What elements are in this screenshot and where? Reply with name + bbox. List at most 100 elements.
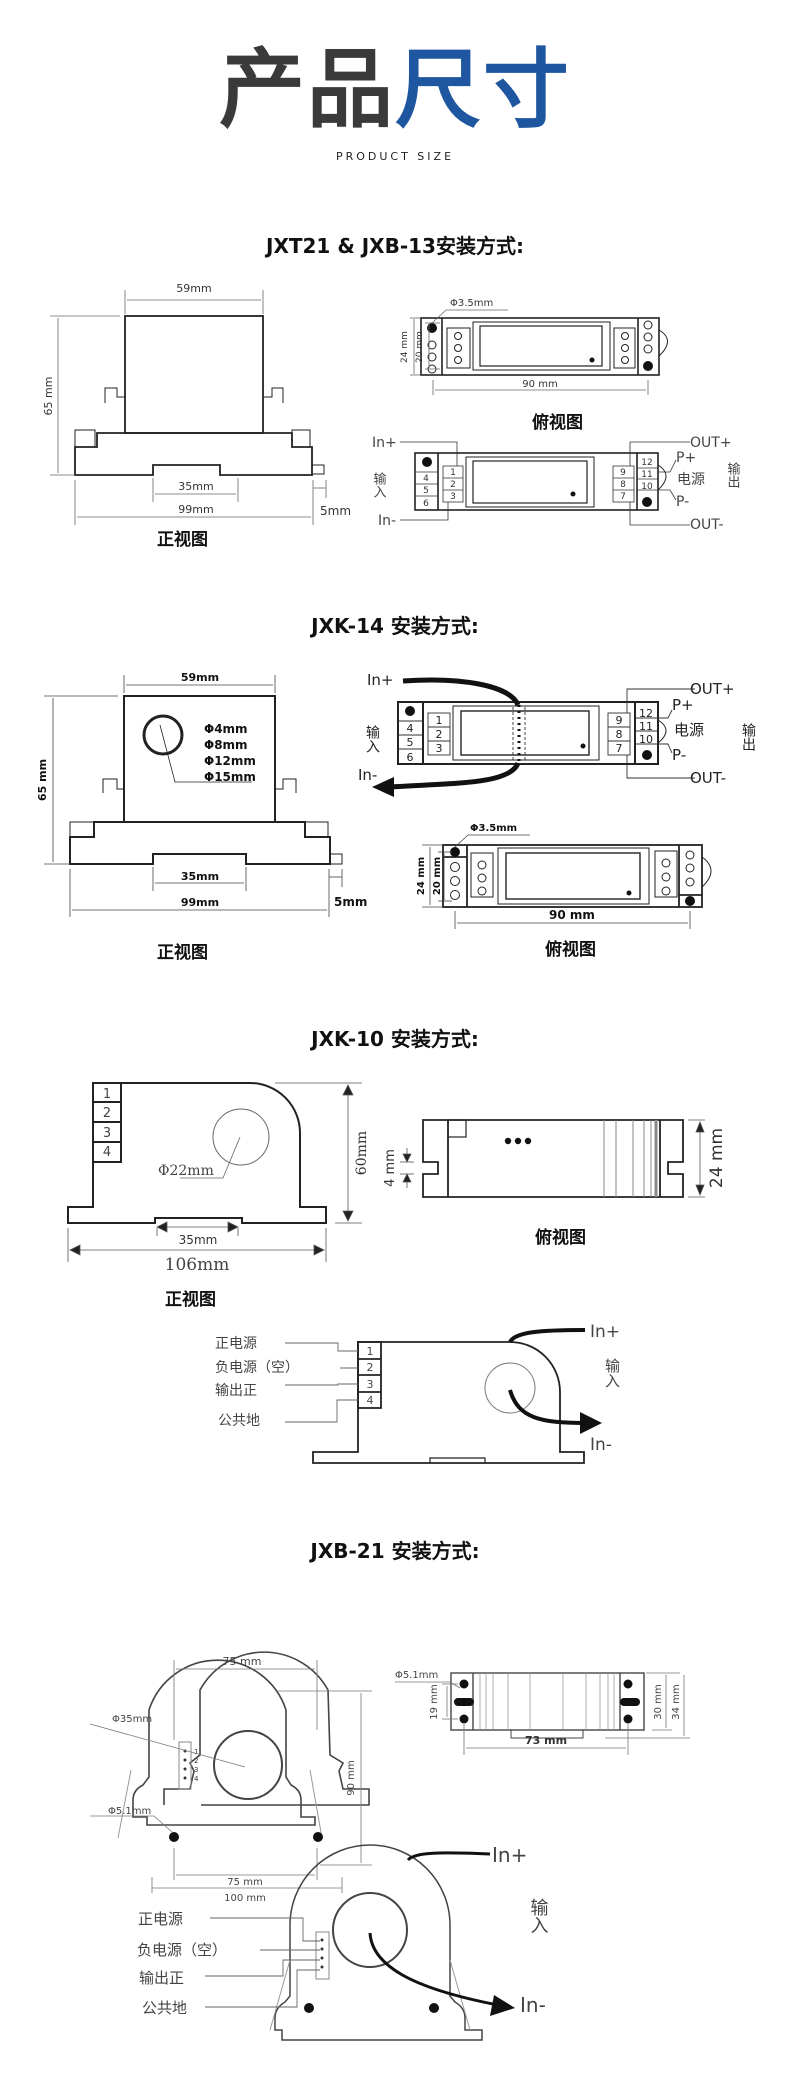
label-p-minus: P-	[676, 494, 689, 510]
dim-height: 65 mm	[36, 759, 49, 801]
term-9: 9	[620, 468, 626, 478]
hole-size-8: Φ8mm	[204, 738, 248, 752]
dim-h-outer: 24 mm	[416, 857, 427, 895]
label-out-plus: OUT+	[690, 680, 735, 698]
label-power: 电源	[674, 721, 704, 739]
term-11: 11	[639, 720, 653, 733]
pin-3: 3	[194, 1766, 198, 1774]
caption-top-jxk14: 俯视图	[545, 940, 596, 960]
term-2: 2	[436, 728, 443, 741]
term-8: 8	[616, 728, 623, 741]
dim-width-top: 59mm	[181, 671, 219, 684]
label-input: 输入	[371, 471, 387, 498]
term-7: 7	[616, 742, 623, 755]
hole-size-12: Φ12mm	[204, 754, 256, 768]
dim-width-holes: 75 mm	[227, 1877, 262, 1888]
term-4: 4	[407, 722, 414, 735]
term-10: 10	[639, 733, 653, 746]
label-out-minus: OUT-	[690, 769, 726, 787]
dim-width-bottom: 99mm	[181, 896, 219, 909]
wiring-jxk10: 1 2 3 4 正电源 负电源（空） 输出正 公共地 In+ In- 输入	[215, 1322, 621, 1464]
term-1: 1	[450, 468, 456, 478]
wire-pin-2: 2	[367, 1361, 374, 1374]
hole-size-15: Φ15mm	[204, 770, 256, 784]
front-view-jxt21: 59mm 65 mm 35mm 99mm 5mm	[42, 282, 351, 525]
label-out-minus: OUT-	[690, 517, 724, 533]
dim-hole-big: Φ35mm	[112, 1714, 152, 1725]
caption-top-jxt21: 俯视图	[532, 413, 583, 433]
dim-width-top: 59mm	[176, 282, 211, 295]
dim-h-inner: 20 mm	[415, 331, 425, 363]
term-3: 3	[450, 492, 456, 502]
term-2: 2	[450, 480, 456, 490]
section-title-jxk14: JXK-14 安装方式:	[311, 614, 479, 638]
wire-pin-3: 3	[367, 1378, 374, 1391]
label-p-plus: P+	[676, 450, 696, 466]
front-view-jxk14: Φ4mm Φ8mm Φ12mm Φ15mm 59mm 65 mm 35mm 99…	[36, 671, 367, 917]
label-pos-power: 正电源	[215, 1336, 257, 1352]
dim-hole-small: Φ5.1mm	[108, 1806, 151, 1817]
wiring-jxk14: 4 5 6 1 2 3 9 8 7 12 11 10 In+ In- OUT+ …	[358, 671, 756, 797]
dim-h-holes: 19 mm	[429, 1684, 440, 1719]
dim-rail: 35mm	[179, 1233, 218, 1247]
label-p-plus: P+	[672, 696, 694, 714]
pin-4: 4	[194, 1775, 199, 1783]
term-6: 6	[407, 751, 414, 764]
dim-height: 65 mm	[42, 377, 55, 416]
dim-height: 60mm	[354, 1131, 370, 1175]
section-title-jxk10: JXK-10 安装方式:	[311, 1027, 479, 1051]
label-output-pos: 输出正	[139, 1969, 184, 1987]
dim-height: 24 mm	[707, 1128, 727, 1188]
top-view-jxk14: Φ3.5mm 24 mm 20 mm 90 mm	[416, 823, 712, 929]
label-in-minus: In-	[358, 766, 377, 784]
pin-2: 2	[103, 1106, 111, 1121]
dim-length: 90 mm	[522, 379, 557, 390]
dim-width: 100 mm	[224, 1893, 266, 1904]
label-pos-power: 正电源	[138, 1910, 183, 1928]
wiring-jxt21: 4 5 6 1 2 3 9 8 7 12 11 10 In+ In- OUT+ …	[371, 435, 741, 533]
caption-front-jxk10: 正视图	[165, 1290, 216, 1310]
dim-hole: Φ3.5mm	[450, 298, 493, 309]
pin-4: 4	[103, 1145, 111, 1160]
label-in-plus: In+	[492, 1843, 527, 1867]
label-in-plus: In+	[367, 671, 394, 689]
term-12: 12	[639, 707, 653, 720]
section-title-jxb21: JXB-21 安装方式:	[310, 1539, 480, 1563]
hole-size-4: Φ4mm	[204, 722, 248, 736]
label-in-minus: In-	[590, 1435, 612, 1455]
label-neg-power: 负电源（空）	[215, 1360, 299, 1376]
label-out-plus: OUT+	[690, 435, 732, 451]
term-8: 8	[620, 480, 626, 490]
label-output-pos: 输出正	[215, 1383, 257, 1399]
wire-pin-1: 1	[367, 1345, 374, 1358]
top-view-jxt21: Φ3.5mm 24 mm 20 mm 90 mm	[400, 298, 668, 395]
top-view-jxb21: Φ5.1mm 19 mm 30 mm 34 mm 73 mm	[395, 1670, 690, 1755]
label-input: 输入	[528, 1898, 549, 1934]
dim-side: 5mm	[334, 895, 367, 909]
pin-2: 2	[194, 1757, 198, 1765]
dim-slot: 4 mm	[383, 1149, 398, 1187]
term-5: 5	[423, 486, 429, 496]
label-output: 输出	[740, 723, 756, 751]
dim-h-outer: 24 mm	[400, 331, 410, 363]
wire-pin-4: 4	[367, 1394, 374, 1407]
label-in-plus: In+	[590, 1322, 620, 1342]
dim-hole: Φ5.1mm	[395, 1670, 438, 1681]
pin-1: 1	[194, 1748, 198, 1756]
dim-side: 5mm	[320, 504, 351, 518]
label-p-minus: P-	[672, 746, 686, 764]
term-11: 11	[641, 470, 652, 480]
label-in-minus: In-	[520, 1993, 546, 2017]
label-input: 输入	[603, 1358, 621, 1388]
dim-h-outer: 34 mm	[671, 1684, 682, 1719]
dim-width-bottom: 99mm	[178, 503, 213, 516]
dim-h-inner: 30 mm	[653, 1684, 664, 1719]
caption-front-jxt21: 正视图	[157, 530, 208, 550]
dim-length: 73 mm	[525, 1734, 567, 1747]
label-in-plus: In+	[372, 435, 397, 451]
label-common-ground: 公共地	[218, 1413, 260, 1429]
dim-rail: 35mm	[181, 870, 219, 883]
label-power: 电源	[677, 472, 705, 488]
term-6: 6	[423, 499, 429, 509]
front-view-jxb21-dims: 75 mm 100 mm	[151, 1874, 343, 1904]
